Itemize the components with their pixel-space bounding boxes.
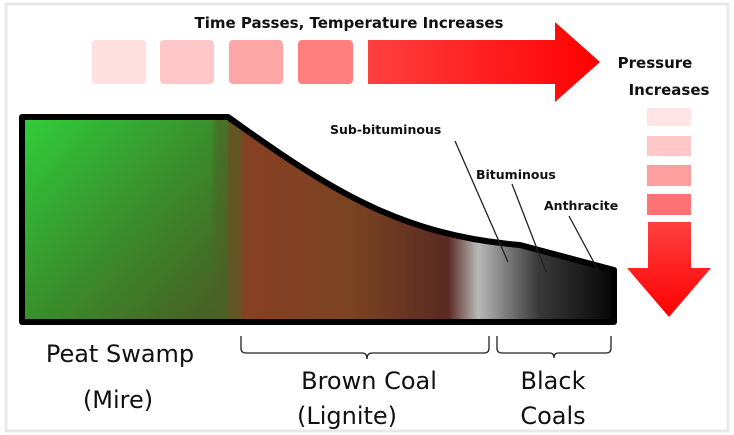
pressure-arrow bbox=[627, 108, 711, 317]
pressure-label-line1: Pressure bbox=[618, 54, 693, 72]
peat-brown-blend bbox=[214, 117, 242, 322]
time-arrow-head bbox=[368, 22, 600, 102]
black-coal-bracket bbox=[496, 336, 612, 359]
pressure-arrow-block-3 bbox=[647, 165, 691, 186]
pressure-arrow-block-2 bbox=[647, 136, 691, 156]
peat-swamp-label: Peat Swamp bbox=[46, 340, 194, 368]
brown-coal-bracket bbox=[240, 336, 490, 360]
time-arrow-block-4 bbox=[298, 40, 353, 84]
pressure-arrow-block-4 bbox=[647, 194, 691, 215]
pressure-arrow-block-1 bbox=[647, 108, 691, 126]
anthracite-leader bbox=[568, 215, 599, 271]
time-arrow bbox=[92, 22, 600, 102]
pressure-label-line2: Increases bbox=[629, 81, 710, 99]
black-label: Black bbox=[521, 367, 586, 395]
coals-label: Coals bbox=[520, 402, 585, 430]
time-arrow-block-3 bbox=[229, 40, 283, 84]
coal-outline bbox=[19, 114, 617, 325]
bituminous-label: Bituminous bbox=[476, 167, 556, 182]
time-arrow-block-2 bbox=[160, 40, 214, 84]
peat-fill bbox=[22, 117, 228, 322]
sub-bituminous-label: Sub-bituminous bbox=[330, 122, 441, 137]
pressure-arrow-head bbox=[627, 222, 711, 317]
mire-label: (Mire) bbox=[83, 386, 153, 414]
time-arrow-block-1 bbox=[92, 40, 146, 84]
brown-coal-label: Brown Coal bbox=[301, 367, 437, 395]
sub-bituminous-leader bbox=[454, 140, 509, 263]
bituminous-leader bbox=[511, 183, 547, 273]
time-temperature-label: Time Passes, Temperature Increases bbox=[195, 14, 504, 32]
anthracite-label: Anthracite bbox=[544, 198, 618, 213]
lignite-label: (Lignite) bbox=[297, 402, 397, 430]
